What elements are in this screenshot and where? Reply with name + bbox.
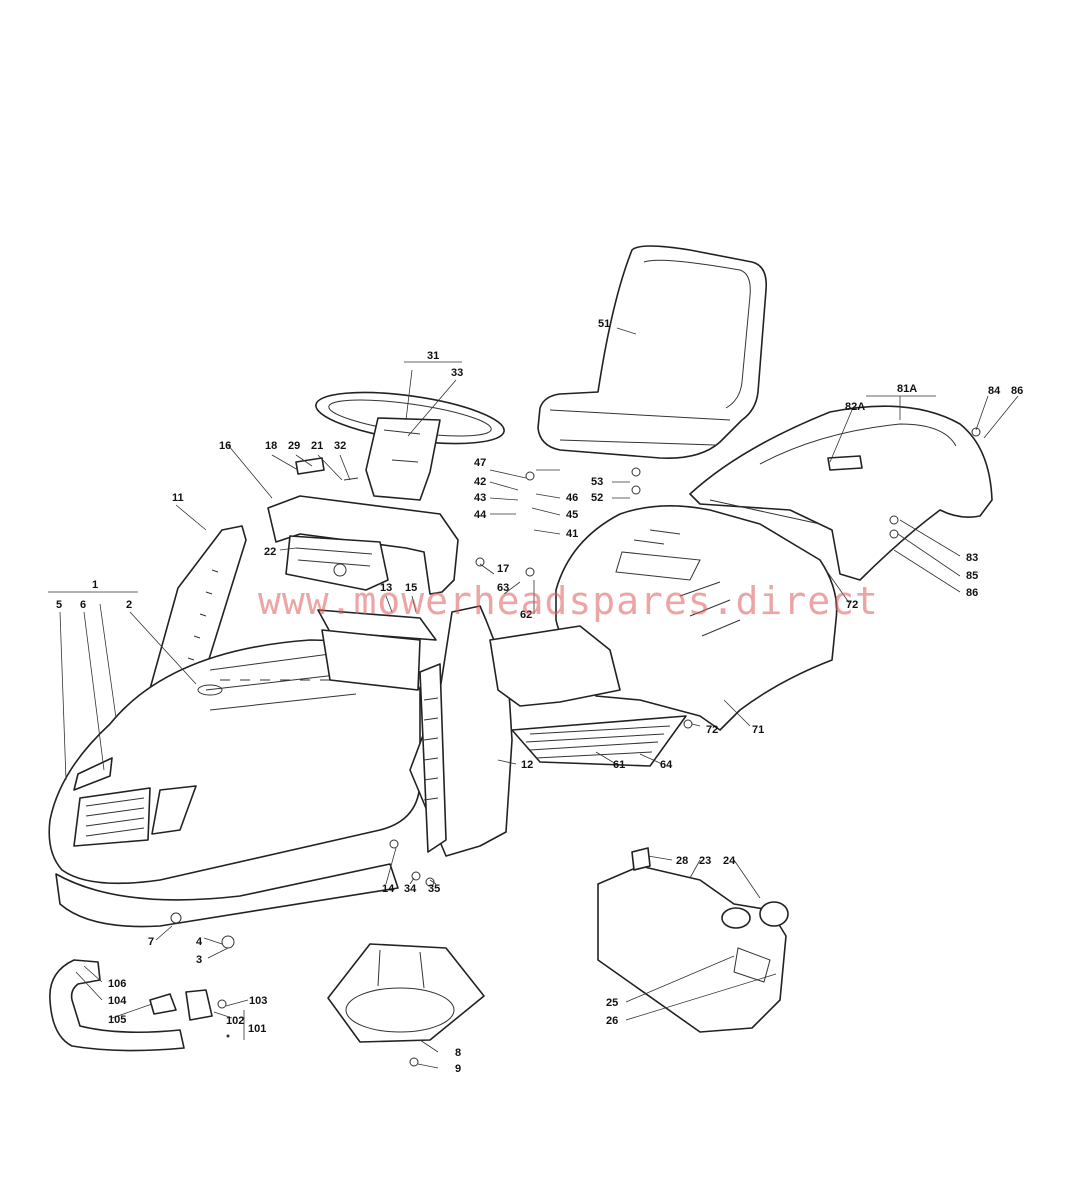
label-15: 15 bbox=[405, 582, 417, 594]
seat bbox=[537, 245, 768, 459]
label-8: 8 bbox=[455, 1047, 461, 1059]
watermark: www.mowerheadspares.direct bbox=[258, 579, 879, 623]
label-104: 104 bbox=[108, 995, 127, 1007]
label-62: 62 bbox=[520, 609, 532, 621]
label-52: 52 bbox=[591, 492, 603, 504]
rear-body bbox=[489, 505, 838, 731]
label-18: 18 bbox=[265, 440, 277, 452]
label-63: 63 bbox=[497, 582, 509, 594]
label-46: 46 bbox=[566, 492, 578, 504]
label-81A: 81A bbox=[897, 383, 917, 395]
dashboard bbox=[267, 457, 459, 595]
label-34: 34 bbox=[404, 883, 417, 895]
label-83: 83 bbox=[966, 552, 978, 564]
label-11: 11 bbox=[172, 492, 184, 504]
label-47: 47 bbox=[474, 457, 486, 469]
label-45: 45 bbox=[566, 509, 578, 521]
label-106: 106 bbox=[108, 978, 126, 990]
label-42: 42 bbox=[474, 476, 486, 488]
label-12: 12 bbox=[521, 759, 533, 771]
label-4: 4 bbox=[196, 936, 203, 948]
label-14: 14 bbox=[382, 883, 395, 895]
label-35: 35 bbox=[428, 883, 440, 895]
label-72-lower: 72 bbox=[706, 724, 718, 736]
label-5: 5 bbox=[56, 599, 62, 611]
label-17: 17 bbox=[497, 563, 509, 575]
bonnet bbox=[48, 639, 421, 928]
center-support bbox=[317, 609, 437, 691]
label-21: 21 bbox=[311, 440, 323, 452]
label-64: 64 bbox=[660, 759, 673, 771]
label-13: 13 bbox=[380, 582, 392, 594]
label-102: 102 bbox=[226, 1015, 244, 1027]
label-29: 29 bbox=[288, 440, 300, 452]
label-33: 33 bbox=[451, 367, 463, 379]
steering-wheel bbox=[315, 391, 505, 501]
rear-fender bbox=[689, 405, 993, 581]
label-103: 103 bbox=[249, 995, 267, 1007]
label-41: 41 bbox=[566, 528, 578, 540]
label-32: 32 bbox=[334, 440, 346, 452]
label-61: 61 bbox=[613, 759, 625, 771]
label-31: 31 bbox=[427, 350, 439, 362]
label-6: 6 bbox=[80, 599, 86, 611]
footboard-mat bbox=[511, 715, 687, 767]
label-84: 84 bbox=[988, 385, 1001, 397]
label-44: 44 bbox=[474, 509, 487, 521]
label-25: 25 bbox=[606, 997, 618, 1009]
label-1: 1 bbox=[92, 579, 98, 591]
label-86-lower: 86 bbox=[966, 587, 978, 599]
label-23: 23 bbox=[699, 855, 711, 867]
label-85: 85 bbox=[966, 570, 978, 582]
label-24: 24 bbox=[723, 855, 736, 867]
callout-labels: 1 2 3 4 5 6 7 8 9 11 12 13 14 15 16 17 1… bbox=[56, 318, 1023, 1075]
label-53: 53 bbox=[591, 476, 603, 488]
label-86-upper: 86 bbox=[1011, 385, 1023, 397]
steering-post-cover bbox=[327, 943, 485, 1043]
label-51: 51 bbox=[598, 318, 610, 330]
right-side-panel bbox=[409, 605, 513, 857]
leader-lines bbox=[48, 327, 1019, 1069]
label-43: 43 bbox=[474, 492, 486, 504]
label-101: 101 bbox=[248, 1023, 266, 1035]
label-22: 22 bbox=[264, 546, 276, 558]
fuel-tank bbox=[597, 847, 789, 1033]
label-28: 28 bbox=[676, 855, 688, 867]
label-82A: 82A bbox=[845, 401, 865, 413]
label-3: 3 bbox=[196, 954, 202, 966]
label-2: 2 bbox=[126, 599, 132, 611]
label-16: 16 bbox=[219, 440, 231, 452]
front-bumper bbox=[49, 959, 213, 1052]
label-72-upper: 72 bbox=[846, 599, 858, 611]
label-26: 26 bbox=[606, 1015, 618, 1027]
label-9: 9 bbox=[455, 1063, 461, 1075]
label-7: 7 bbox=[148, 936, 154, 948]
label-105: 105 bbox=[108, 1014, 126, 1026]
label-71: 71 bbox=[752, 724, 764, 736]
